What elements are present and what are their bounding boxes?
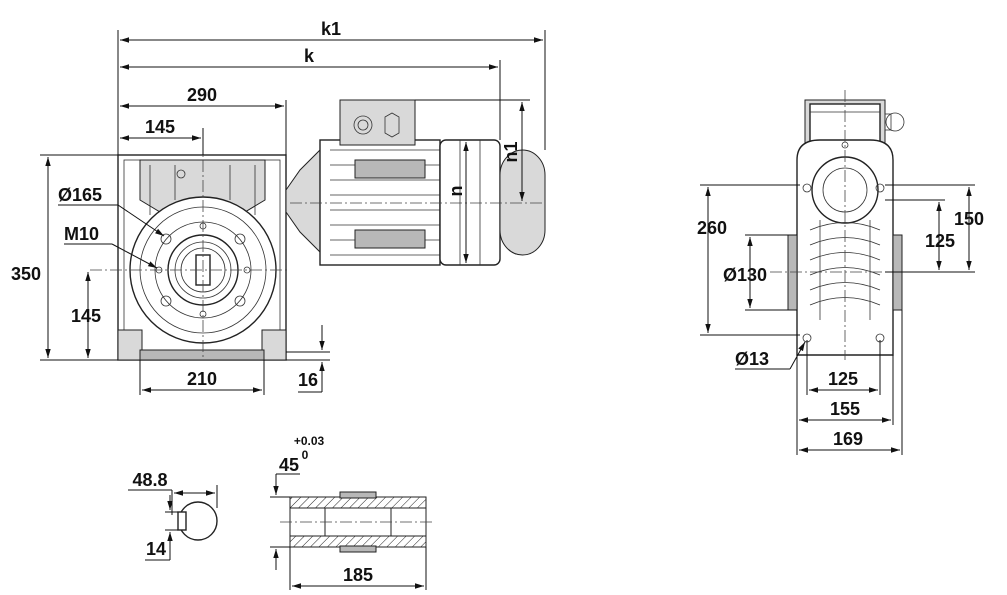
bottom-dimensions: 210 16 bbox=[139, 325, 330, 395]
dim-125-horizontal: 125 bbox=[828, 369, 858, 389]
dim-125-vertical: 125 bbox=[925, 231, 955, 251]
dim-145-top: 145 bbox=[145, 117, 175, 137]
dim-k1: k1 bbox=[321, 19, 341, 39]
dim-155: 155 bbox=[830, 399, 860, 419]
motor-front-view bbox=[285, 99, 546, 266]
dim-d165: Ø165 bbox=[58, 185, 102, 205]
dim-45-tolerance-lower: 0 bbox=[302, 448, 309, 462]
hollow-shaft-section: 45 +0.03 0 185 bbox=[270, 434, 435, 590]
dim-k: k bbox=[304, 46, 315, 66]
motor-cooling-fins bbox=[330, 149, 440, 256]
dim-d130: Ø130 bbox=[723, 265, 767, 285]
dim-350: 350 bbox=[11, 264, 41, 284]
dim-m10: M10 bbox=[64, 224, 99, 244]
gearbox-end-view bbox=[770, 90, 950, 360]
gearbox-front-view bbox=[90, 140, 290, 361]
dim-260: 260 bbox=[697, 218, 727, 238]
dim-210: 210 bbox=[187, 369, 217, 389]
label-n1: n1 bbox=[501, 141, 521, 162]
dim-45-tolerance-upper: +0.03 bbox=[294, 434, 325, 448]
dim-150: 150 bbox=[954, 209, 984, 229]
left-dimensions: 350 145 Ø165 M10 bbox=[11, 154, 165, 361]
dim-145-left: 145 bbox=[71, 306, 101, 326]
dim-48-8: 48.8 bbox=[132, 470, 167, 490]
top-dimensions: k1 k 290 145 bbox=[117, 19, 546, 155]
dim-d13: Ø13 bbox=[735, 349, 769, 369]
dim-45: 45 bbox=[279, 455, 299, 475]
dim-290: 290 bbox=[187, 85, 217, 105]
dim-16: 16 bbox=[298, 370, 318, 390]
shaft-key-detail: 48.8 14 bbox=[128, 470, 218, 561]
label-n: n bbox=[446, 186, 466, 197]
dim-169: 169 bbox=[833, 429, 863, 449]
dim-14: 14 bbox=[146, 539, 166, 559]
dim-185: 185 bbox=[343, 565, 373, 585]
motor-height-dimensions: n1 n bbox=[415, 99, 530, 263]
end-view-dimensions: 260 150 125 Ø130 Ø13 125 155 169 bbox=[697, 184, 984, 455]
